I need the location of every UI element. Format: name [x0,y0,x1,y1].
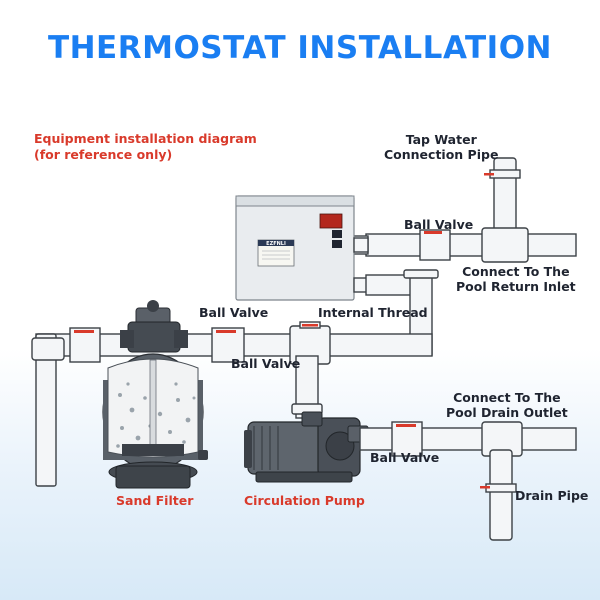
drain-outlet-pipe [359,421,577,457]
heater-outlet-fitting [353,237,369,253]
pump-base [255,471,353,483]
label-ball-valve-mid: Ball Valve [231,356,301,371]
left-valve-handle-icon [74,330,94,333]
drain-pipe [480,449,517,541]
tap-valve-handle-icon [484,173,494,176]
label-tap-water: Tap Water Connection Pipe [384,132,498,162]
filter-base [115,465,191,489]
label-drain-pipe: Drain Pipe [515,488,589,503]
tap-water-pipe [484,157,521,247]
return-inlet-pipe [351,227,577,263]
label-drain-outlet-line-2: Pool Drain Outlet [446,405,568,420]
label-drain-outlet: Connect To The Pool Drain Outlet [446,390,568,420]
label-ball-valve-left: Ball Valve [199,305,269,320]
circulation-pump [244,411,369,483]
label-sand-filter: Sand Filter [116,493,194,508]
ball-valve-bottom-handle-icon [396,424,416,427]
ball-valve-mid-handle-icon [302,324,318,327]
label-drain-outlet-line-1: Connect To The [453,390,561,405]
drain-valve-handle-icon [480,486,490,489]
sand-filter [102,300,208,489]
note-line-1: Equipment installation diagram [34,131,257,146]
left-outlet-pipe [31,333,65,487]
thermostat-heater: EZFNLI [235,195,369,301]
label-tap-water-line-1: Tap Water [405,132,477,147]
label-ball-valve-top: Ball Valve [404,217,474,232]
heater-button-icon [332,240,342,248]
heater-brand: EZFNLI [266,241,286,247]
label-return-inlet-line-2: Pool Return Inlet [456,279,576,294]
filter-sand-texture [116,382,196,448]
label-ball-valve-bottom: Ball Valve [370,450,440,465]
note-line-2: (for reference only) [34,147,173,162]
heater-button-icon [332,230,342,238]
filter-multiport-valve [127,321,181,353]
label-circulation-pump: Circulation Pump [244,493,365,508]
ball-valve-left-handle-icon [216,330,236,333]
reference-note: Equipment installation diagram (for refe… [34,131,257,163]
label-return-inlet: Connect To The Pool Return Inlet [456,264,576,294]
heater-display [319,213,343,229]
ball-valve-top-handle-icon [424,231,442,234]
label-internal-thread: Internal Thread [318,305,428,320]
label-return-inlet-line-1: Connect To The [462,264,570,279]
page-title: THERMOSTAT INSTALLATION [47,30,553,66]
pump-motor [247,421,321,475]
label-tap-water-line-2: Connection Pipe [384,147,499,162]
